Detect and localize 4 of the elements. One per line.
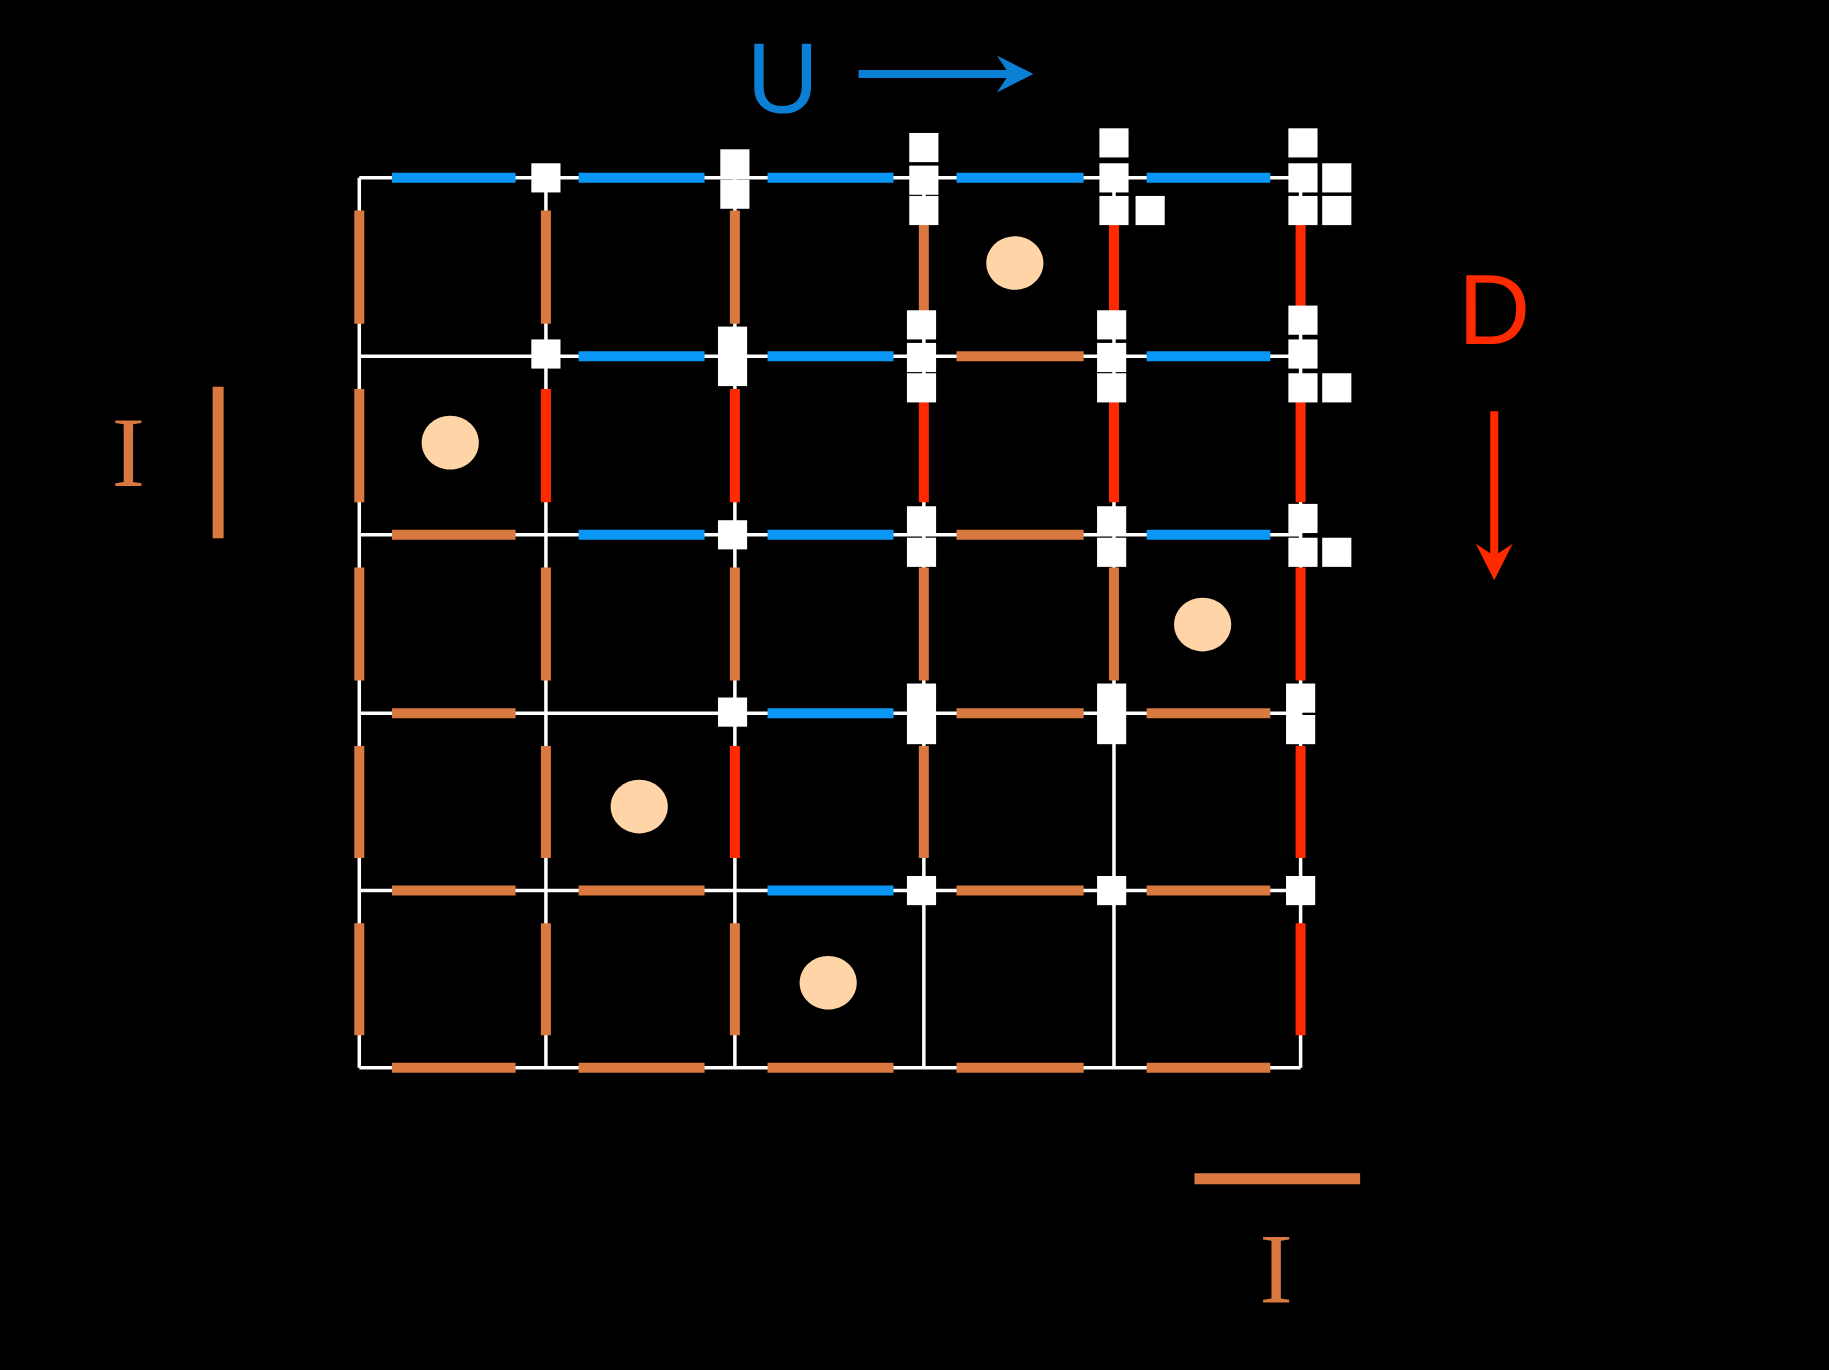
label: U (754, 43, 812, 114)
label: D (1466, 275, 1526, 345)
label: I (1263, 1236, 1290, 1303)
label: I (115, 420, 142, 486)
